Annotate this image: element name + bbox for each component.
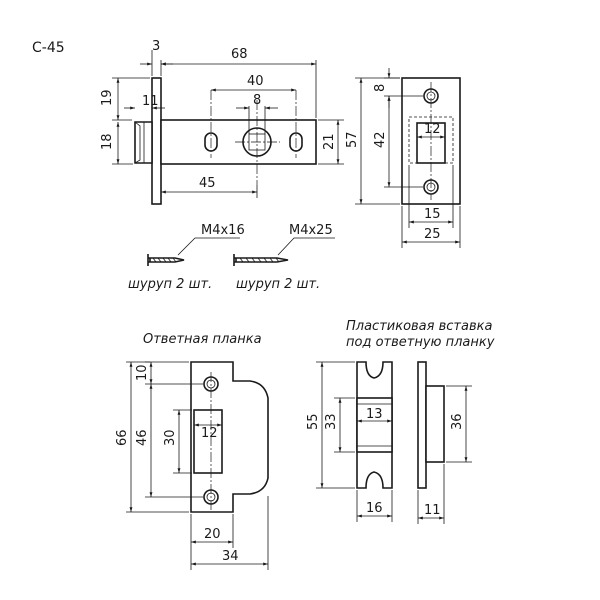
dim-strike-window-height: 30: [163, 429, 178, 446]
insert-flange: [417, 361, 427, 489]
dim-insert-height: 55: [306, 413, 321, 430]
screw-1: М4х16 шуруп 2 шт.: [128, 223, 245, 292]
faceplate-front-view: 8 57 42 12 15 25: [345, 68, 461, 248]
dim-insert-window-width: 13: [366, 407, 383, 422]
screw-2: М4х25 шуруп 2 шт.: [233, 223, 335, 292]
dim-insert-profile-width: 11: [424, 503, 441, 518]
dim-insert-width: 16: [366, 501, 383, 516]
dim-fp-height: 57: [345, 131, 360, 148]
screw-2-caption: шуруп 2 шт.: [236, 277, 320, 292]
screw-1-drawing: [147, 254, 185, 266]
dim-strike-width: 34: [222, 549, 239, 564]
dim-faceplate-thickness: 3: [152, 39, 160, 54]
dim-h18: 18: [100, 133, 115, 150]
dim-strike-window-width: 12: [201, 426, 218, 441]
dim-strike-height: 66: [115, 429, 130, 446]
dim-fp-window: 12: [424, 122, 441, 137]
dim-holes-span: 40: [247, 74, 264, 89]
dim-square: 8: [253, 93, 261, 108]
screw-1-caption: шуруп 2 шт.: [128, 277, 212, 292]
strike-plate-view: 10 66 46 30 12 20 34: [115, 361, 269, 570]
insert-title-line2: под ответную планку: [346, 335, 495, 350]
insert-title-line1: Пластиковая вставка: [346, 319, 492, 334]
screw-1-spec: М4х16: [201, 223, 245, 238]
dim-fp-hole-top: 8: [373, 84, 388, 92]
screw-2-spec: М4х25: [289, 223, 333, 238]
dim-strike-hole-top: 10: [135, 364, 150, 381]
screw-2-drawing: [233, 254, 289, 266]
strike-plate-window: [193, 409, 223, 474]
dim-body-height: 21: [322, 133, 337, 150]
dim-w11: 11: [142, 94, 159, 109]
insert-box: [425, 385, 445, 463]
dim-insert-window-height: 33: [324, 413, 339, 430]
dim-fp-inner-width: 15: [424, 207, 441, 222]
insert-side-view: 36 11: [417, 361, 472, 524]
dim-fp-width: 25: [424, 227, 441, 242]
dim-fp-holes-span: 42: [373, 131, 388, 148]
dim-strike-inner-width: 20: [204, 527, 221, 542]
model-label: С-45: [32, 40, 65, 56]
strike-plate-title: Ответная планка: [143, 332, 262, 347]
dim-strike-holes-span: 46: [135, 429, 150, 446]
latch-bolt: [134, 121, 153, 164]
strike-plate-outline: [190, 361, 269, 513]
insert-window: [356, 397, 393, 453]
latch-side-view: 68 3 40 8 19 11 18 45 21: [100, 39, 344, 205]
dim-insert-profile-height: 36: [450, 413, 465, 430]
dim-h19: 19: [100, 89, 115, 106]
dim-latch-length: 68: [231, 47, 248, 62]
insert-front-view: 55 33 13 16: [306, 361, 393, 522]
dim-backset: 45: [199, 176, 216, 191]
